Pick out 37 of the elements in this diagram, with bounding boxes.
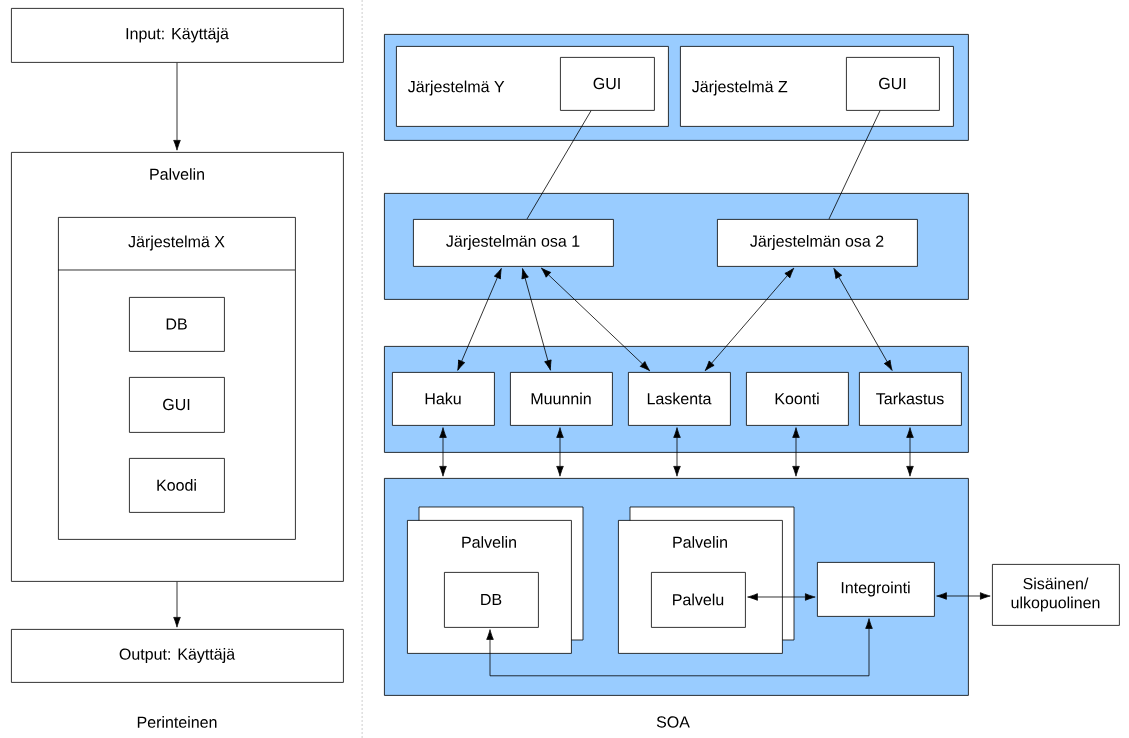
caption: Perinteinen xyxy=(137,716,217,728)
integration-box: Integrointi xyxy=(817,562,935,617)
service-box: Koonti xyxy=(746,372,849,426)
arrow xyxy=(521,268,552,371)
service-box: Haku xyxy=(392,372,495,426)
service-box: Palvelu xyxy=(651,572,746,628)
system-part-box: Järjestelmän osa 2 xyxy=(717,219,918,267)
connector-line xyxy=(526,110,592,220)
arrow xyxy=(673,427,681,477)
arrow xyxy=(906,427,914,477)
component-box: Koodi xyxy=(129,458,225,513)
arrow xyxy=(792,427,800,477)
service-box: Muunnin xyxy=(510,372,613,426)
arrow xyxy=(439,427,447,477)
arrow xyxy=(173,62,181,151)
service-box: Laskenta xyxy=(628,372,731,426)
arrow xyxy=(486,618,873,677)
service-box: Tarkastus xyxy=(859,372,962,426)
connector-line xyxy=(828,110,881,220)
gui-box: GUI xyxy=(560,57,655,111)
gui-box: GUI xyxy=(846,57,940,111)
external-box: Sisäinen/ ulkopuolinen xyxy=(992,564,1120,626)
arrow xyxy=(833,268,893,371)
arrow xyxy=(747,593,816,601)
arrow xyxy=(457,268,502,371)
database-box: DB xyxy=(444,572,539,628)
caption: SOA xyxy=(656,716,690,728)
arrow xyxy=(704,267,795,371)
input-box: Input: Käyttäjä xyxy=(11,8,344,63)
output-box: Output: Käyttäjä xyxy=(11,629,344,683)
arrow xyxy=(556,427,564,477)
arrow xyxy=(173,581,181,628)
arrow xyxy=(540,267,651,372)
component-box: DB xyxy=(129,297,225,352)
system-part-box: Järjestelmän osa 1 xyxy=(413,219,614,267)
arrow xyxy=(936,592,991,600)
component-box: GUI xyxy=(129,377,225,433)
